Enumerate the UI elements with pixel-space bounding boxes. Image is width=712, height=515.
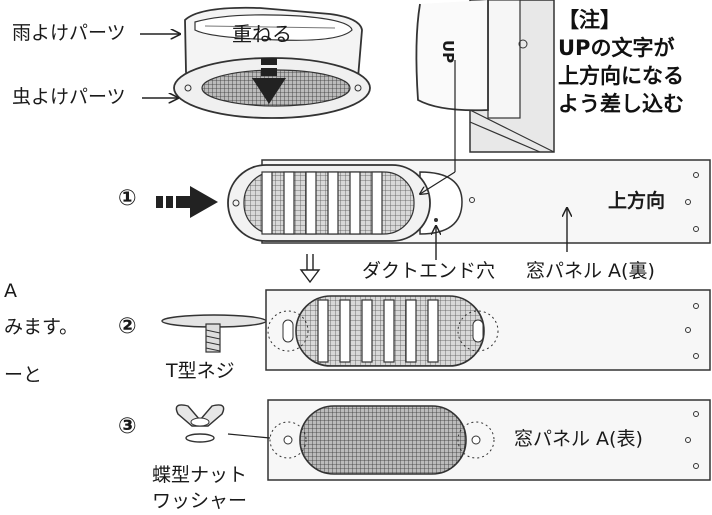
note-line-2: UPの文字が bbox=[558, 36, 675, 60]
insect-part-label: 虫よけパーツ bbox=[12, 86, 126, 108]
step-2-number: ② bbox=[118, 314, 137, 339]
vent-assembly-step1 bbox=[227, 164, 431, 242]
upward-label: 上方向 bbox=[608, 190, 666, 212]
step-1-number: ① bbox=[118, 186, 137, 211]
note-line-4: よう差し込む bbox=[558, 92, 684, 116]
step-3-number: ③ bbox=[118, 414, 137, 439]
stack-down-arrow bbox=[252, 58, 286, 104]
note-line-3: 上方向になる bbox=[558, 64, 684, 88]
hollow-down-arrow bbox=[299, 254, 321, 284]
t-bolt-label: T型ネジ bbox=[166, 360, 235, 382]
left-fragment-c: ーと bbox=[4, 364, 43, 386]
wing-nut-washer-illustration bbox=[175, 404, 271, 443]
t-bolt-illustration bbox=[161, 314, 267, 353]
wing-nut-label: 蝶型ナット bbox=[152, 464, 248, 486]
up-insert-detail bbox=[415, 0, 555, 153]
left-fragment-b: みます。 bbox=[4, 316, 79, 338]
note-line-1: 【注】 bbox=[558, 8, 621, 32]
rain-part-label: 雨よけパーツ bbox=[12, 22, 126, 44]
washer-label: ワッシャー bbox=[152, 490, 248, 512]
vent-front-mesh bbox=[269, 405, 495, 475]
panel-front-label: 窓パネル A(表) bbox=[514, 428, 643, 450]
up-mark: UP bbox=[439, 40, 457, 64]
panel-back-label: 窓パネル A(裏) bbox=[526, 260, 655, 282]
stack-label: 重ねる bbox=[232, 22, 292, 46]
vent-assembly-step2 bbox=[267, 295, 499, 367]
duct-end-hole-label: ダクトエンド穴 bbox=[362, 260, 496, 282]
insert-note: 【注】 UPの文字が 上方向になる よう差し込む bbox=[558, 6, 684, 118]
left-fragment-a: A bbox=[4, 280, 17, 302]
insert-arrow bbox=[156, 186, 218, 218]
